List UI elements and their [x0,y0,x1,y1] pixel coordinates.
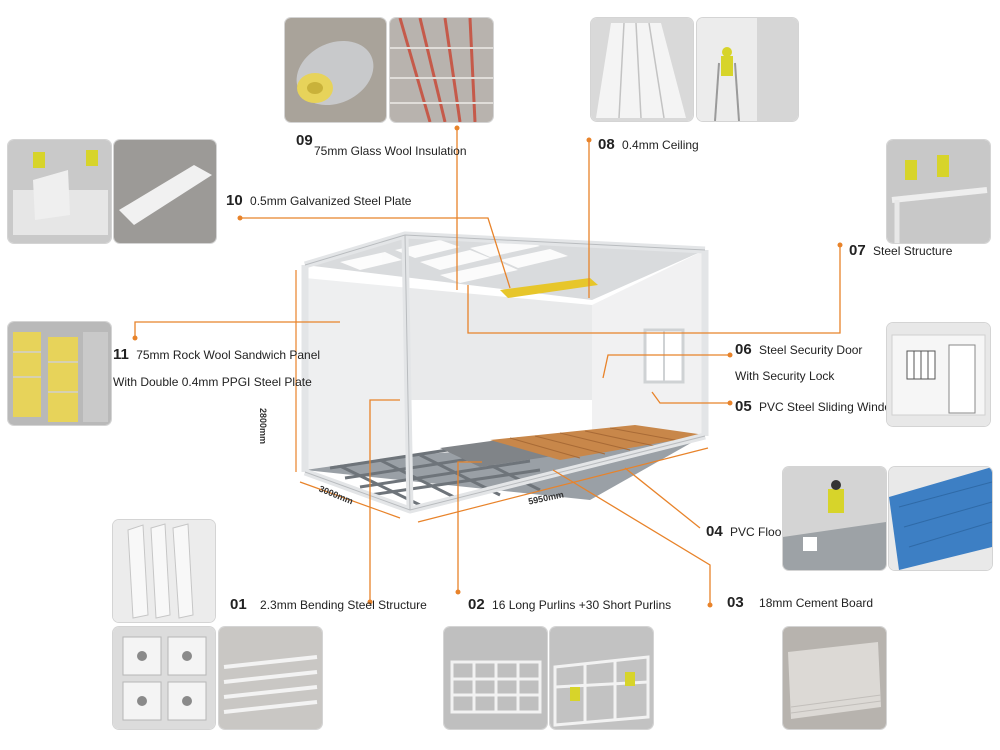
photo-glass-wool-roll [285,18,386,122]
label-06: 06 Steel Security Door [735,341,863,358]
label-08: 08 0.4mm Ceiling [598,136,699,153]
height-dimension: 2800mm [258,408,268,445]
label-02: 02 16 Long Purlins +30 Short Purlins [468,596,672,613]
left-wall-panel [305,278,410,470]
label-11-line2: With Double 0.4mm PPGI Steel Plate [113,375,312,389]
label-08-number: 08 [598,136,615,153]
label-10-number: 10 [226,192,243,209]
label-06-number: 06 [735,341,752,358]
label-06-caption-line2: With Security Lock [735,369,835,383]
photo-corner-castings [113,627,215,729]
label-02-caption: 16 Long Purlins +30 Short Purlins [492,598,672,612]
photo-galvanized-plate [114,140,216,243]
label-03-caption: 18mm Cement Board [759,596,874,610]
photo-galvanized-install [8,140,111,243]
label-04-caption: PVC Floor [730,525,786,539]
label-01-caption: 2.3mm Bending Steel Structure [260,598,427,612]
label-01: 01 2.3mm Bending Steel Structure [230,596,427,613]
photo-purlins-welding [550,627,653,729]
label-11-caption-line2: With Double 0.4mm PPGI Steel Plate [113,375,312,389]
photo-door-window-container [887,323,990,426]
label-11-caption: 75mm Rock Wool Sandwich Panel [136,348,321,362]
glass-wool-insulation-strip [500,278,598,298]
label-11-number: 11 [113,346,129,363]
photo-pvc-floor-roll [889,467,992,570]
photo-pvc-floor-install [783,467,886,570]
label-03-number: 03 [727,594,744,611]
label-01-number: 01 [230,596,247,613]
label-07-caption: Steel Structure [873,244,953,258]
photo-purlins-frame [444,627,547,729]
label-05: 05 PVC Steel Sliding Window [735,398,900,415]
photo-ceiling-install [697,18,798,121]
label-04: 04 PVC Floor [706,523,786,540]
photo-cement-board-stack [783,627,886,729]
label-04-number: 04 [706,523,723,540]
photo-insulation-ceiling [390,18,493,122]
label-05-caption: PVC Steel Sliding Window [759,400,900,414]
label-10-caption: 0.5mm Galvanized Steel Plate [250,194,412,208]
label-07: 07 Steel Structure [849,242,953,259]
label-05-number: 05 [735,398,752,415]
label-09-number: 09 [296,132,313,149]
label-09: 09 [296,132,317,149]
label-09-text: 75mm Glass Wool Insulation [314,144,467,158]
label-09-caption: 75mm Glass Wool Insulation [314,144,467,158]
label-06-line2: With Security Lock [735,369,834,383]
photo-rock-wool-panels [8,322,111,425]
label-10: 10 0.5mm Galvanized Steel Plate [226,192,412,209]
label-11: 11 75mm Rock Wool Sandwich Panel [113,346,321,363]
label-02-number: 02 [468,596,485,613]
photo-ceiling-panel [591,18,693,121]
label-03: 03 18mm Cement Board [727,594,874,611]
photo-steel-frame-parts [219,627,322,729]
photo-steel-structure [887,140,990,243]
label-06-caption: Steel Security Door [759,343,863,357]
label-07-number: 07 [849,242,866,259]
photo-bending-steel-profiles [113,520,215,622]
label-08-caption: 0.4mm Ceiling [622,138,699,152]
